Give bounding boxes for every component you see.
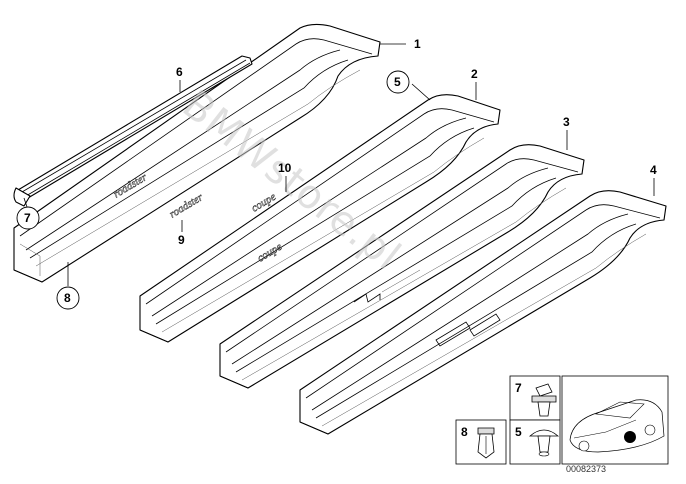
callout-8[interactable]: 8 [56,286,80,310]
mushroom-clip-icon[interactable] [528,429,560,457]
callout-7[interactable]: 7 [16,206,40,230]
trim-strip-6[interactable] [13,55,253,207]
door-sill-4[interactable] [299,190,667,435]
callout-7-label: 7 [24,211,31,225]
callout-1-label: 1 [414,37,421,51]
callout-10[interactable]: 10 [278,161,292,175]
callout-5-circle [386,70,410,94]
callout-9[interactable]: 9 [178,233,185,247]
expanding-rivet-icon[interactable] [531,383,557,417]
callout-3[interactable]: 3 [563,115,570,129]
callout-8-label: 8 [64,291,71,305]
callout-6-label: 6 [176,65,183,79]
callout-9-label: 9 [178,233,185,247]
callout-8-circle [56,286,80,310]
callout-6[interactable]: 6 [176,65,183,79]
car-location-icon [569,399,665,453]
inset-label-7: 7 [515,381,522,395]
callout-2-label: 2 [471,67,478,81]
door-sill-2[interactable] [139,94,501,343]
push-clip-icon[interactable] [477,427,495,459]
inset-label-8: 8 [461,425,468,439]
callout-1[interactable]: 1 [414,37,421,51]
callout-2[interactable]: 2 [471,67,478,81]
diagram-number: 00082373 [566,464,606,474]
callout-4-label: 4 [650,163,657,177]
inset-label-5: 5 [515,425,522,439]
inset-panel: 7 8 5 [455,375,669,465]
leader-lines [23,43,655,286]
callout-5[interactable]: 5 [386,70,410,94]
inset-box-5 [509,419,561,465]
callout-10-label: 10 [278,161,292,175]
location-marker-icon [624,431,636,443]
callout-5-label: 5 [394,75,401,89]
callout-4[interactable]: 4 [650,163,657,177]
callout-7-circle [16,206,40,230]
callout-3-label: 3 [563,115,570,129]
door-sill-3[interactable] [219,144,585,389]
door-sill-1[interactable] [13,23,381,283]
